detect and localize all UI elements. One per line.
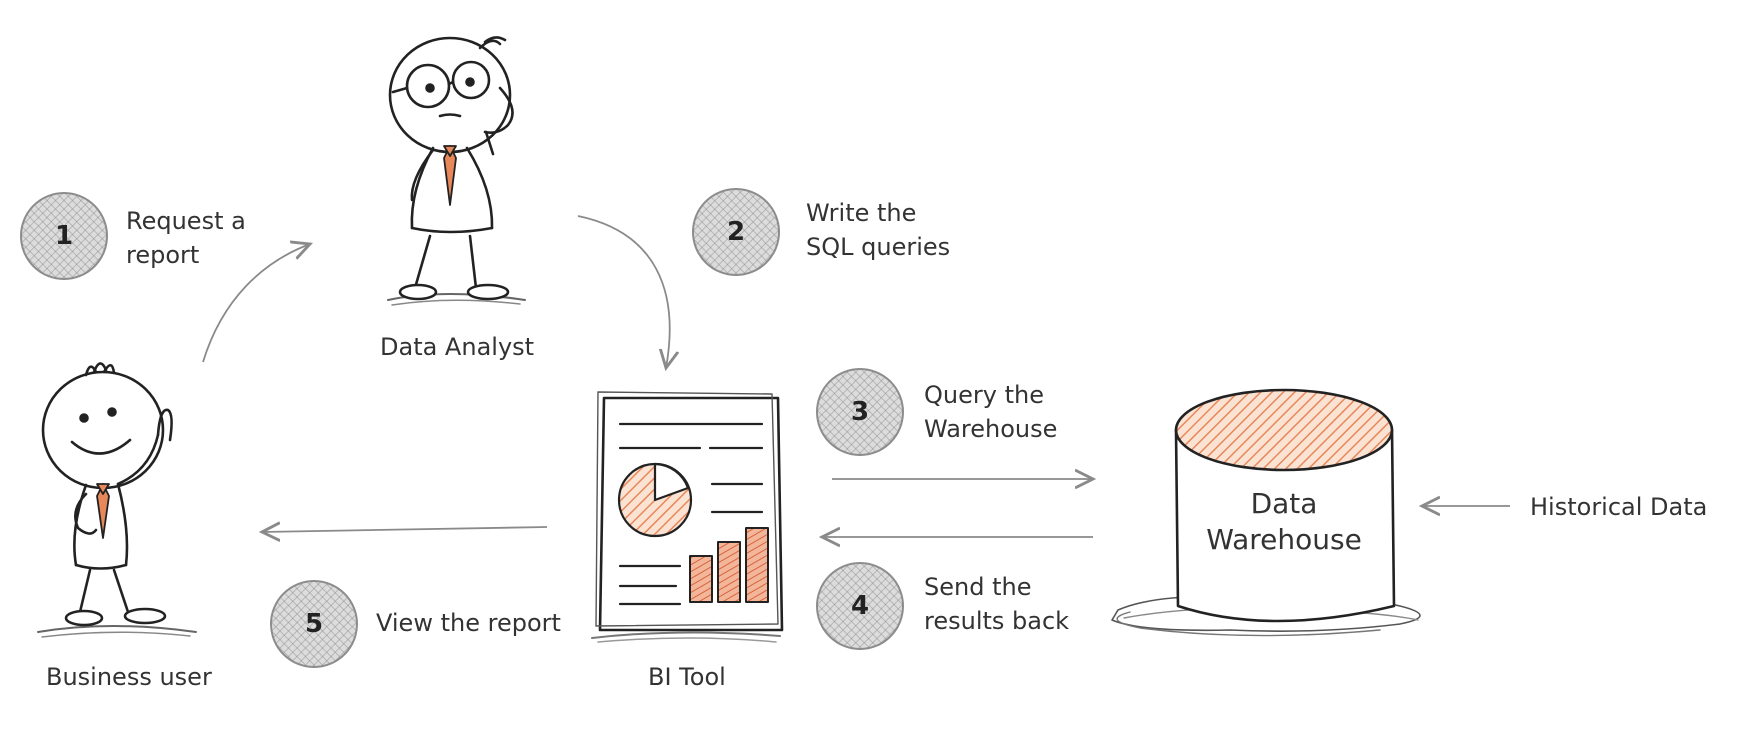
- step-5-badge: 5: [270, 580, 358, 668]
- step-3-badge: 3: [816, 368, 904, 456]
- data-analyst-label: Data Analyst: [380, 333, 535, 361]
- step-2-label: Write the SQL queries: [806, 199, 951, 261]
- bar-chart-icon: [689, 527, 769, 603]
- data-analyst-figure: [387, 36, 526, 306]
- step-4-label: Send the results back: [924, 573, 1070, 635]
- arrow-view-report: [262, 527, 548, 532]
- step-2-badge: 2: [692, 188, 780, 276]
- business-user-figure: [37, 362, 197, 638]
- arrow-request: [202, 244, 310, 363]
- step-1-badge: 1: [20, 192, 108, 280]
- step-1-label: Request a report: [126, 207, 246, 269]
- historical-data-label: Historical Data: [1530, 493, 1708, 521]
- step-4-badge: 4: [816, 562, 904, 650]
- arrow-write-sql: [577, 215, 670, 368]
- step-5-label: View the report: [376, 609, 561, 637]
- pie-chart-icon: [617, 462, 693, 538]
- data-warehouse-label: Data Warehouse: [1206, 487, 1362, 556]
- step-3-label: Query the Warehouse: [924, 381, 1058, 443]
- business-user-label: Business user: [46, 663, 212, 691]
- data-warehouse-cylinder: [1111, 388, 1421, 637]
- bi-tool-label: BI Tool: [648, 663, 726, 691]
- bi-tool-document: [591, 391, 784, 643]
